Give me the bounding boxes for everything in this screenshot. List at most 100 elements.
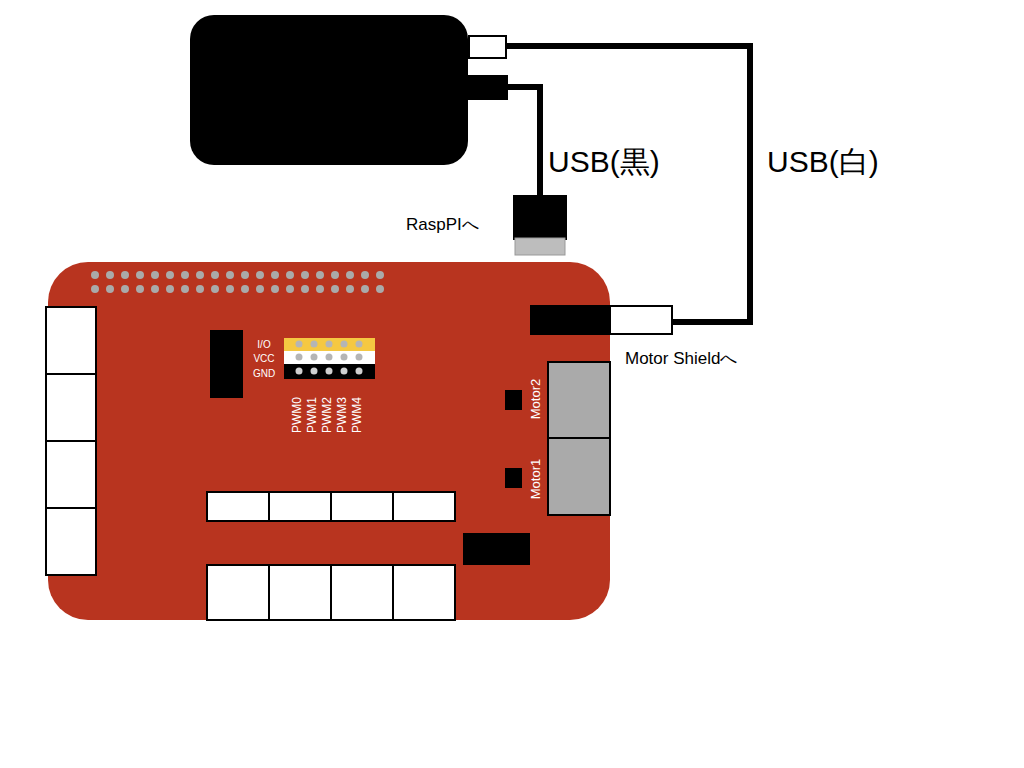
motor-label: Motor1 (529, 459, 543, 499)
connector (393, 565, 455, 620)
pin-dot (256, 271, 264, 279)
pin-dot (326, 368, 333, 375)
pin-dot (331, 285, 339, 293)
pin-dot (136, 285, 144, 293)
connector (269, 492, 331, 521)
gnd-strip (284, 364, 375, 379)
pin-dot (346, 271, 354, 279)
pin-dot (151, 271, 159, 279)
pin-dot (301, 285, 309, 293)
usb-plug (530, 305, 610, 335)
signal-name: PWM0 (291, 397, 304, 433)
board (48, 262, 610, 620)
pin-dot (346, 285, 354, 293)
pin-dot (311, 341, 318, 348)
pin-dot (211, 285, 219, 293)
pin-dot (181, 285, 189, 293)
signal-name: PWM2 (321, 397, 334, 433)
cable-label: USB(黒) (548, 145, 660, 178)
motor-terminal (548, 362, 610, 438)
pin-header (91, 271, 384, 293)
pin-dot (326, 341, 333, 348)
connector (207, 565, 269, 620)
pin-dot (181, 271, 189, 279)
pin-dot (166, 285, 174, 293)
pin-name: GND (253, 368, 275, 379)
signal-name: PWM4 (351, 397, 364, 433)
pin-dot (301, 271, 309, 279)
pin-dot (271, 285, 279, 293)
pin-dot (316, 285, 324, 293)
pin-dot (341, 368, 348, 375)
pin-dot (196, 271, 204, 279)
pin-dot (151, 285, 159, 293)
pin-dot (296, 368, 303, 375)
pin-dot (316, 271, 324, 279)
pin-dot (226, 271, 234, 279)
signal-name: PWM3 (336, 397, 349, 433)
connector (46, 307, 96, 374)
pin-name: I/O (257, 339, 270, 350)
connector (331, 492, 393, 521)
usb-port-white (469, 36, 506, 58)
pin-dot (311, 368, 318, 375)
pin-dot (356, 354, 363, 361)
connector (46, 508, 96, 575)
cable-label: USB(白) (767, 145, 879, 178)
usb-cable-black (506, 87, 540, 196)
motor-terminal (548, 438, 610, 515)
pwm-pins (296, 341, 363, 375)
usb-plug-tip (515, 238, 565, 255)
pin-dot (361, 285, 369, 293)
signal-name: PWM1 (306, 397, 319, 433)
connector (393, 492, 455, 521)
usb-plug (513, 195, 567, 240)
pin-dot (296, 354, 303, 361)
io-strip (284, 338, 375, 351)
pin-dot (91, 271, 99, 279)
pin-dot (211, 271, 219, 279)
connector (46, 441, 96, 508)
pin-dot (106, 285, 114, 293)
pin-dot (341, 341, 348, 348)
pin-dot (91, 285, 99, 293)
pin-dot (286, 271, 294, 279)
pin-dot (256, 285, 264, 293)
pin-dot (376, 271, 384, 279)
vcc-strip (284, 351, 375, 364)
component (505, 390, 522, 410)
connector (331, 565, 393, 620)
pin-dot (326, 354, 333, 361)
chip (210, 330, 243, 398)
pin-dot (361, 271, 369, 279)
pin-dot (121, 271, 129, 279)
pin-dot (356, 368, 363, 375)
pin-dot (241, 285, 249, 293)
pin-dot (106, 271, 114, 279)
component (463, 533, 530, 565)
pin-dot (136, 271, 144, 279)
pin-dot (271, 271, 279, 279)
pin-dot (356, 341, 363, 348)
usb-plug-tip (610, 306, 672, 334)
connector (269, 565, 331, 620)
pin-dot (286, 285, 294, 293)
connector (46, 374, 96, 441)
pin-dot (166, 271, 174, 279)
component (505, 468, 522, 488)
destination-label: RaspPIへ (406, 216, 479, 235)
pin-dot (341, 354, 348, 361)
battery (190, 15, 468, 165)
pin-dot (241, 271, 249, 279)
connector (207, 492, 269, 521)
pin-dot (226, 285, 234, 293)
pin-name: VCC (253, 353, 274, 364)
motor-label: Motor2 (529, 379, 543, 419)
pin-dot (331, 271, 339, 279)
pin-dot (311, 354, 318, 361)
pin-dot (376, 285, 384, 293)
pin-dot (121, 285, 129, 293)
usb-port-black (468, 75, 508, 100)
pin-dot (296, 341, 303, 348)
